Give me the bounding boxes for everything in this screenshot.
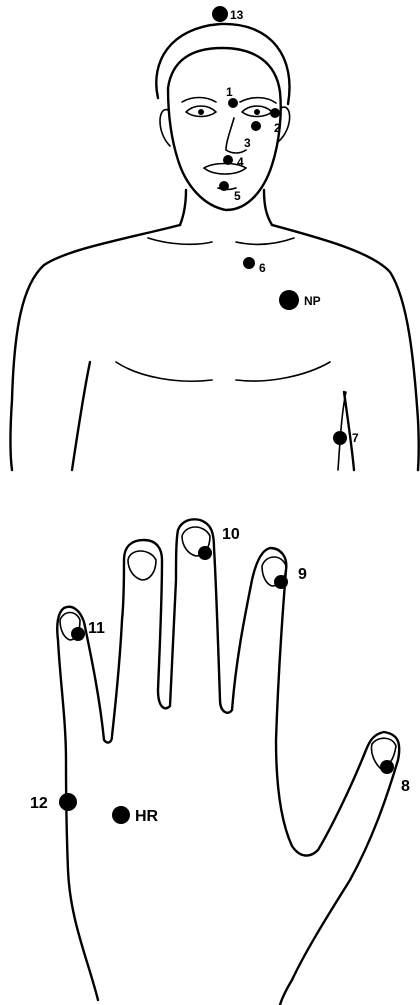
point-13-label: 13 [230, 8, 244, 22]
left-pupil [198, 109, 204, 115]
point-HR-label: HR [135, 808, 159, 825]
point-11-marker [71, 627, 85, 641]
point-3-label: 3 [244, 136, 251, 150]
right-eyebrow [240, 98, 276, 103]
point-5-marker [219, 181, 229, 191]
point-12-marker [59, 793, 77, 811]
point-2-label: 2 [274, 121, 281, 135]
neck-left [180, 190, 186, 225]
right-collarbone [236, 238, 294, 244]
point-12-label: 12 [30, 795, 48, 812]
point-NP-label: NP [304, 294, 321, 308]
hair-inner-line [168, 48, 280, 92]
left-collarbone [148, 238, 212, 244]
right-chest-line [236, 362, 330, 381]
point-1-marker [228, 98, 238, 108]
point-4-marker [223, 155, 233, 165]
point-8-marker [380, 760, 394, 774]
point-10-marker [198, 546, 212, 560]
point-13-marker [212, 6, 228, 22]
point-6-marker [243, 257, 255, 269]
ring-nail [128, 551, 156, 580]
point-7-marker [333, 431, 347, 445]
hand-outline [57, 519, 399, 1005]
point-9-marker [274, 575, 288, 589]
right-shoulder-arm [272, 225, 419, 470]
head-figure [156, 24, 289, 225]
hair-outline [156, 24, 289, 104]
point-3-marker [251, 121, 261, 131]
point-2-marker [270, 108, 280, 118]
nose [226, 118, 246, 153]
point-7-label: 7 [352, 431, 359, 445]
neck-right [264, 190, 272, 225]
left-shoulder-arm [11, 225, 181, 470]
left-inner-arm [72, 362, 90, 470]
point-1-label: 1 [226, 85, 233, 99]
hand-figure [57, 519, 399, 1005]
point-10-label: 10 [222, 526, 240, 543]
point-8-label: 8 [401, 778, 410, 795]
left-chest-line [116, 362, 212, 381]
right-pupil [254, 109, 260, 115]
point-9-label: 9 [298, 566, 307, 583]
point-5-label: 5 [234, 189, 241, 203]
point-NP-marker [279, 290, 299, 310]
point-4-label: 4 [237, 155, 244, 169]
point-HR-marker [112, 806, 130, 824]
point-6-label: 6 [259, 261, 266, 275]
point-11-label: 11 [88, 620, 105, 637]
left-eyebrow [182, 98, 216, 103]
